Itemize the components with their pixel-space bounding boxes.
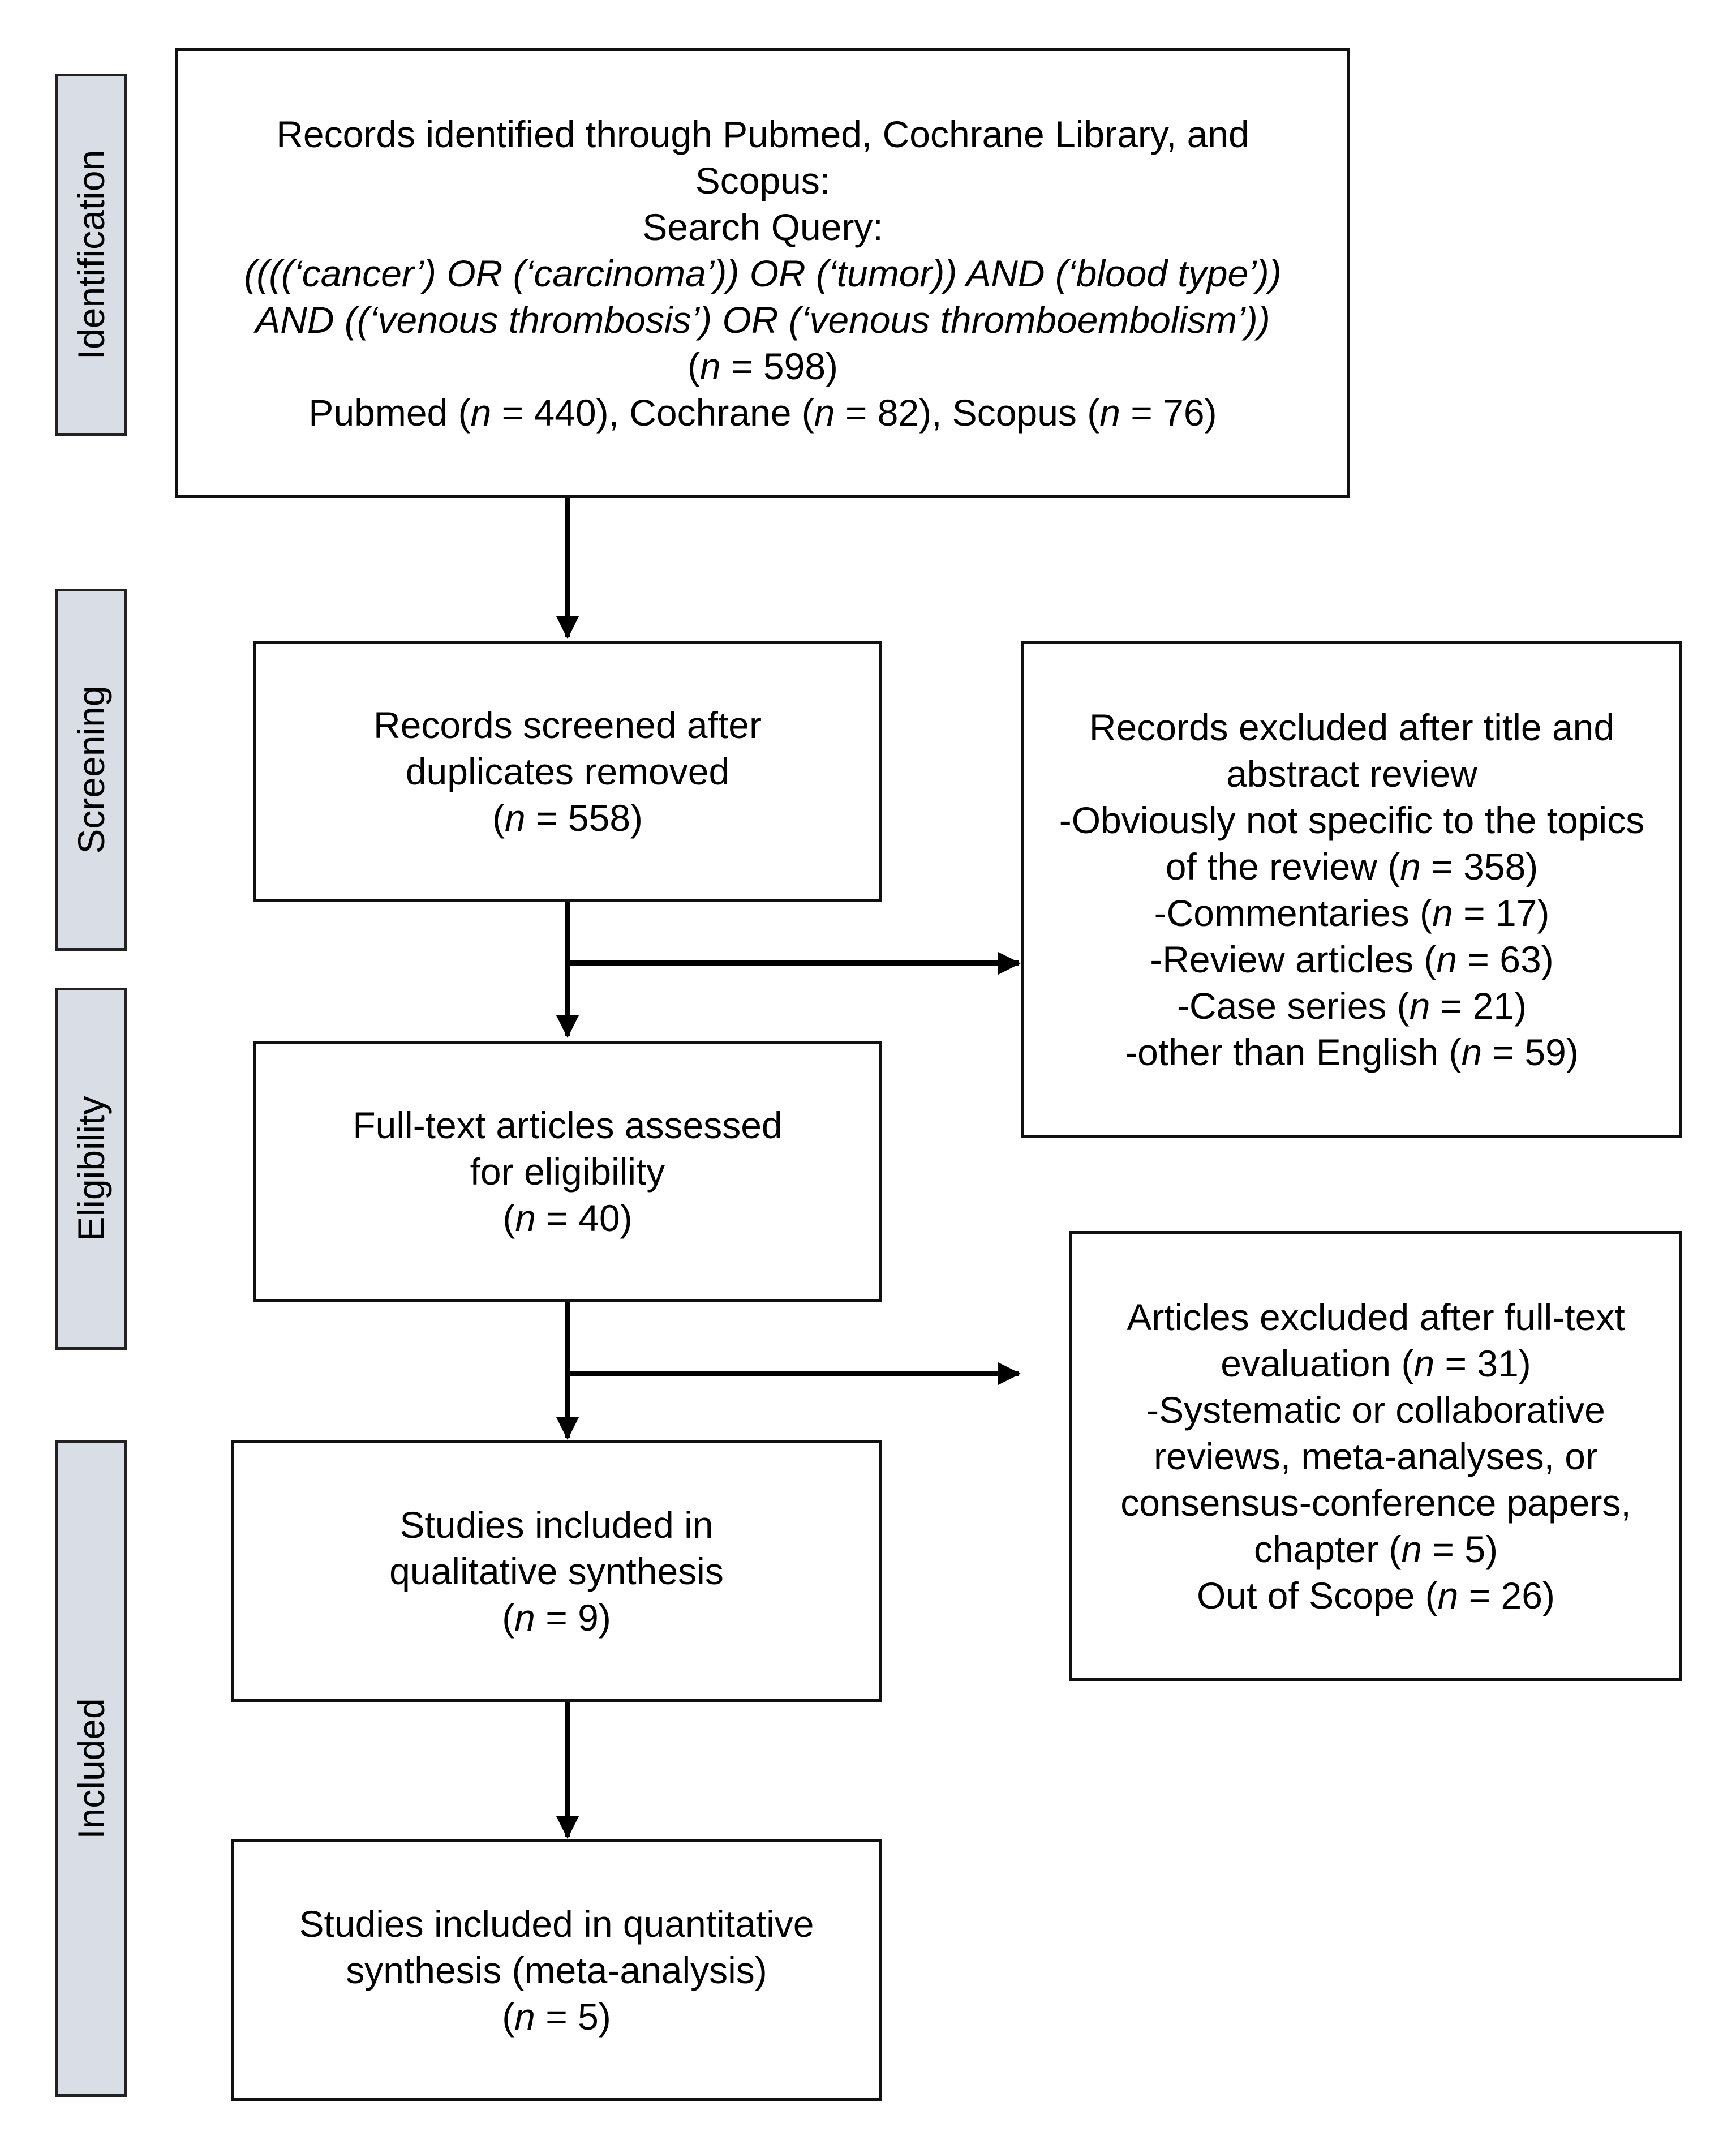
quantitative-box: Studies included in quantitative synthes… (231, 1839, 882, 2101)
screened-line2: duplicates removed (405, 750, 730, 792)
stage-included: Included (55, 1440, 127, 2097)
search-query-line2: AND ((‘venous thrombosis’) OR (‘venous t… (255, 298, 1270, 341)
identification-line2: Scopus: (695, 159, 831, 201)
quantitative-line1: Studies included in quantitative (299, 1903, 814, 1945)
identification-line3: Search Query: (642, 205, 883, 248)
exclusion-item: -Commentaries (n = 17) (1154, 892, 1550, 934)
fulltext-exclusion-item: Articles excluded after full-text (1127, 1296, 1625, 1338)
exclusion-item: -Case series (n = 21) (1176, 985, 1527, 1027)
eligibility-box: Full-text articles assessed for eligibil… (253, 1041, 882, 1302)
exclusion-item: -other than English (n = 59) (1125, 1031, 1579, 1073)
qualitative-box: Studies included in qualitative synthesi… (231, 1440, 882, 1702)
fulltext-exclusion-item: Out of Scope (n = 26) (1197, 1574, 1555, 1616)
excluded-screening-line1: Records excluded after title and (1089, 706, 1615, 748)
screened-line1: Records screened after (373, 704, 762, 746)
stage-eligibility: Eligibility (55, 988, 127, 1350)
eligibility-count: (n = 40) (502, 1197, 633, 1239)
identification-box: Records identified through Pubmed, Cochr… (175, 48, 1350, 498)
quantitative-count: (n = 5) (502, 1996, 611, 2038)
exclusion-item: of the review (n = 358) (1165, 846, 1539, 887)
eligibility-line2: for eligibility (470, 1151, 665, 1193)
fulltext-exclusion-item: reviews, meta-analyses, or (1154, 1435, 1598, 1477)
eligibility-line1: Full-text articles assessed (353, 1104, 783, 1146)
qualitative-line2: qualitative synthesis (389, 1550, 724, 1592)
fulltext-exclusion-item: chapter (n = 5) (1253, 1528, 1498, 1570)
qualitative-count: (n = 9) (502, 1597, 611, 1639)
exclusion-item: -Obviously not specific to the topics (1059, 799, 1645, 841)
identification-sources: Pubmed (n = 440), Cochrane (n = 82), Sco… (308, 391, 1217, 434)
quantitative-line2: synthesis (meta-analysis) (346, 1949, 767, 1991)
qualitative-line1: Studies included in (399, 1504, 714, 1546)
identification-total: (n = 598) (687, 345, 839, 387)
screened-count: (n = 558) (492, 797, 643, 839)
stage-identification: Identification (55, 74, 127, 436)
excluded-fulltext-box: Articles excluded after full-text evalua… (1069, 1231, 1682, 1681)
exclusion-item: -Review articles (n = 63) (1150, 938, 1554, 980)
excluded-screening-box: Records excluded after title and abstrac… (1021, 641, 1682, 1138)
excluded-screening-line2: abstract review (1226, 753, 1477, 795)
stage-screening: Screening (55, 589, 127, 951)
fulltext-exclusion-item: -Systematic or collaborative (1146, 1388, 1605, 1431)
fulltext-exclusion-item: consensus-conference papers, (1120, 1481, 1631, 1524)
identification-line1: Records identified through Pubmed, Cochr… (276, 113, 1249, 155)
fulltext-exclusion-item: evaluation (n = 31) (1221, 1342, 1531, 1384)
search-query-line1: ((((‘cancer’) OR (‘carcinoma’)) OR (‘tum… (244, 252, 1282, 294)
screened-box: Records screened after duplicates remove… (253, 641, 882, 902)
